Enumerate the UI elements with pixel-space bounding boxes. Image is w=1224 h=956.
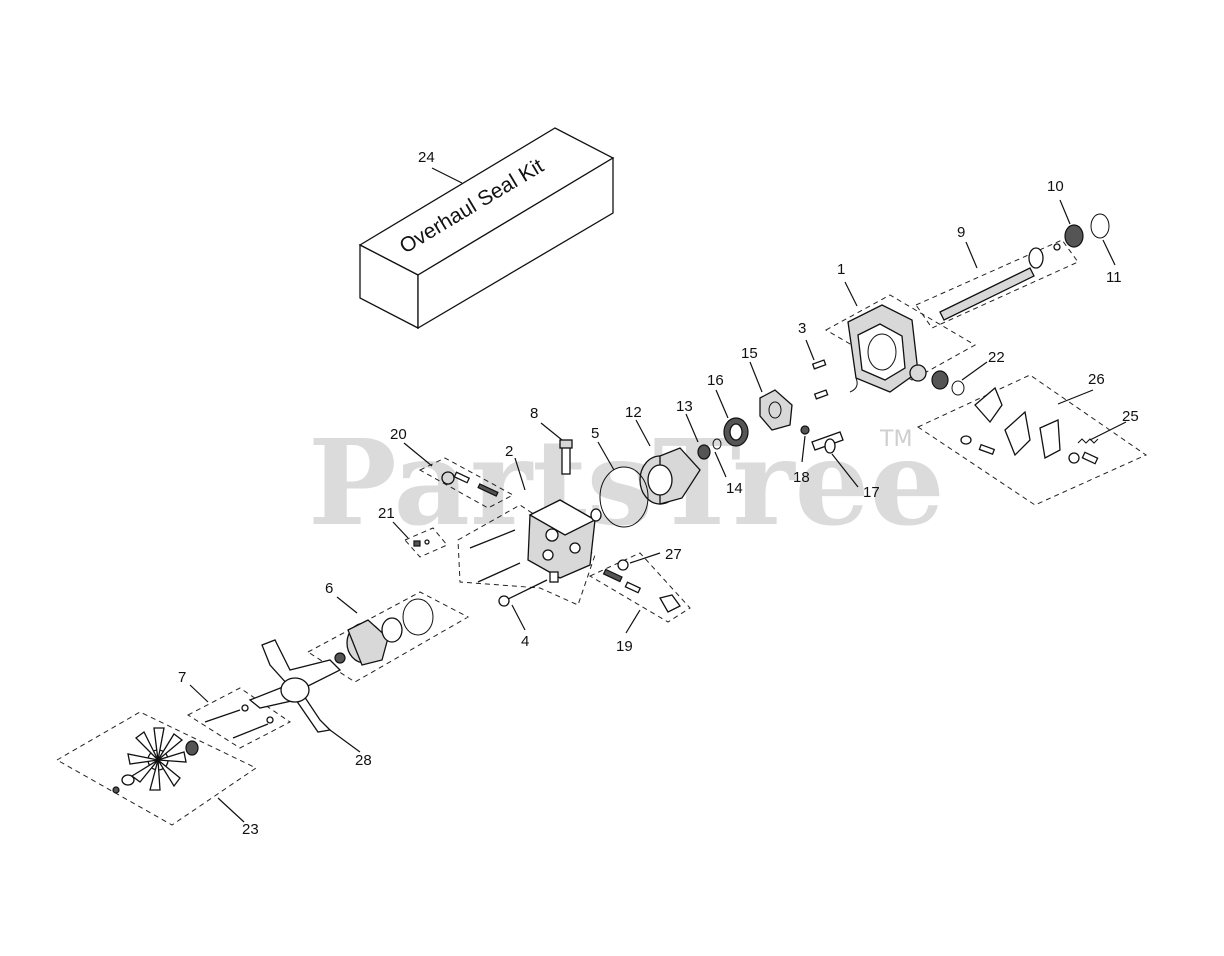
part-13-bearing[interactable]	[697, 444, 711, 460]
callout-13: 13	[676, 398, 693, 415]
part-23-fan[interactable]	[112, 727, 199, 794]
part-6-pump-assembly[interactable]	[334, 598, 434, 666]
callout-15: 15	[741, 345, 758, 362]
callout-23: 23	[242, 821, 259, 838]
group-box-23	[55, 711, 257, 826]
part-1-housing[interactable]	[847, 304, 919, 393]
group-box-7	[186, 687, 291, 749]
callout-1: 1	[837, 261, 845, 278]
part-26-control-arm-assembly[interactable]	[960, 386, 1099, 465]
group-box-26	[916, 374, 1148, 506]
group-box-21	[404, 527, 448, 558]
part-14-washer[interactable]	[712, 438, 722, 450]
callout-25: 25	[1122, 408, 1139, 425]
callout-8: 8	[530, 405, 538, 422]
part-28-bracket[interactable]	[248, 639, 342, 733]
part-4-bolts[interactable]	[469, 529, 548, 607]
part-25-spring[interactable]	[1077, 438, 1099, 444]
callout-27: 27	[665, 546, 682, 563]
part-9-axle[interactable]	[939, 243, 1061, 321]
callout-11: 11	[1106, 269, 1122, 286]
part-22-bearing[interactable]	[909, 364, 965, 396]
part-19-bypass-assembly[interactable]	[602, 568, 681, 613]
group-box-1	[824, 294, 977, 381]
callout-16: 16	[707, 372, 724, 389]
group-box-2	[457, 504, 596, 606]
callout-19: 19	[616, 638, 633, 655]
part-3-pins[interactable]	[811, 359, 829, 400]
part-12-cylinder-block[interactable]	[639, 447, 701, 505]
callout-18: 18	[793, 469, 810, 486]
part-18-washer[interactable]	[800, 425, 810, 435]
callout-24: 24	[418, 149, 435, 166]
callout-numbers: 24 1 9 10 11 3 22 26 25 15 16 13 14 12 5…	[178, 149, 1139, 838]
part-16-seal[interactable]	[723, 417, 749, 447]
part-7-bolts[interactable]	[204, 704, 274, 739]
part-24-seal-kit-box[interactable]: Overhaul Seal Kit	[358, 127, 615, 330]
part-8-valve[interactable]	[559, 439, 573, 475]
leader-lines	[189, 167, 1127, 823]
callout-5: 5	[591, 425, 599, 442]
callout-26: 26	[1088, 371, 1105, 388]
callout-14: 14	[726, 480, 743, 497]
callout-28: 28	[355, 752, 372, 769]
callout-4: 4	[521, 633, 529, 650]
callout-10: 10	[1047, 178, 1064, 195]
watermark-trademark: TM	[879, 427, 912, 452]
callout-6: 6	[325, 580, 333, 597]
part-17-shaft[interactable]	[811, 431, 844, 454]
part-15-cover[interactable]	[759, 389, 793, 431]
part-20-check-valve[interactable]	[441, 471, 499, 497]
part-21-small-parts[interactable]	[413, 539, 430, 547]
group-box-6	[307, 591, 470, 683]
part-10-bearing[interactable]	[1064, 224, 1084, 248]
part-2-center-section[interactable]	[527, 499, 602, 583]
part-27-plug[interactable]	[617, 559, 629, 571]
callout-2: 2	[505, 443, 513, 460]
callout-3: 3	[798, 320, 806, 337]
part-11-retaining-ring[interactable]	[1090, 213, 1110, 239]
callout-20: 20	[390, 426, 407, 443]
callout-21: 21	[378, 505, 395, 522]
callout-12: 12	[625, 404, 642, 421]
part-5-o-ring[interactable]	[599, 466, 649, 528]
group-boxes	[55, 239, 1148, 826]
callout-22: 22	[988, 349, 1005, 366]
callout-9: 9	[957, 224, 965, 241]
callout-17: 17	[863, 484, 880, 501]
group-box-20	[418, 457, 515, 509]
callout-7: 7	[178, 669, 186, 686]
